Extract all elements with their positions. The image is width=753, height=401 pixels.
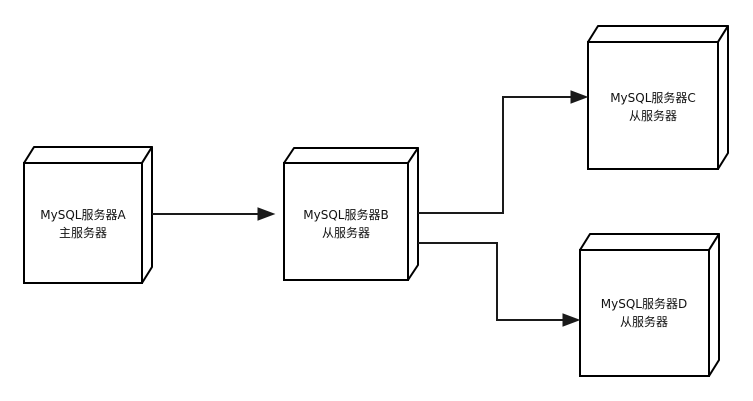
node-d-role: 从服务器 bbox=[620, 314, 668, 329]
node-a-name: MySQL服务器A bbox=[40, 207, 126, 222]
node-c-name: MySQL服务器C bbox=[610, 90, 696, 105]
node-c-side-face bbox=[717, 25, 729, 170]
node-b-role: 从服务器 bbox=[322, 225, 370, 240]
edge-b-to-c bbox=[418, 90, 589, 214]
node-b-top-face bbox=[283, 147, 419, 164]
node-b-side-face bbox=[407, 147, 419, 281]
node-d-top-face bbox=[579, 233, 720, 251]
node-b-front-face bbox=[283, 162, 409, 281]
node-a-side-face bbox=[141, 146, 153, 284]
node-server-a[interactable]: MySQL服务器A 主服务器 bbox=[23, 146, 153, 284]
node-b-name: MySQL服务器B bbox=[303, 207, 388, 222]
node-a-front-face bbox=[23, 162, 143, 284]
node-c-role: 从服务器 bbox=[629, 108, 677, 123]
node-d-side-face bbox=[708, 233, 720, 377]
arrowhead-icon bbox=[257, 207, 276, 221]
node-c-top-face bbox=[587, 25, 729, 43]
node-a-role: 主服务器 bbox=[59, 225, 107, 240]
node-c-front-face bbox=[587, 41, 719, 170]
node-server-b[interactable]: MySQL服务器B 从服务器 bbox=[283, 147, 419, 281]
edge-b-to-d bbox=[418, 242, 581, 327]
node-server-c[interactable]: MySQL服务器C 从服务器 bbox=[587, 25, 729, 170]
node-a-top-face bbox=[23, 146, 153, 164]
edge-b-c-line bbox=[418, 96, 572, 214]
node-d-front-face bbox=[579, 249, 710, 377]
arrowhead-icon bbox=[570, 90, 589, 104]
node-server-d[interactable]: MySQL服务器D 从服务器 bbox=[579, 233, 720, 377]
node-d-name: MySQL服务器D bbox=[601, 296, 687, 311]
edge-b-d-line bbox=[418, 242, 564, 321]
arrowhead-icon bbox=[562, 313, 581, 327]
edge-a-to-b bbox=[152, 207, 276, 221]
